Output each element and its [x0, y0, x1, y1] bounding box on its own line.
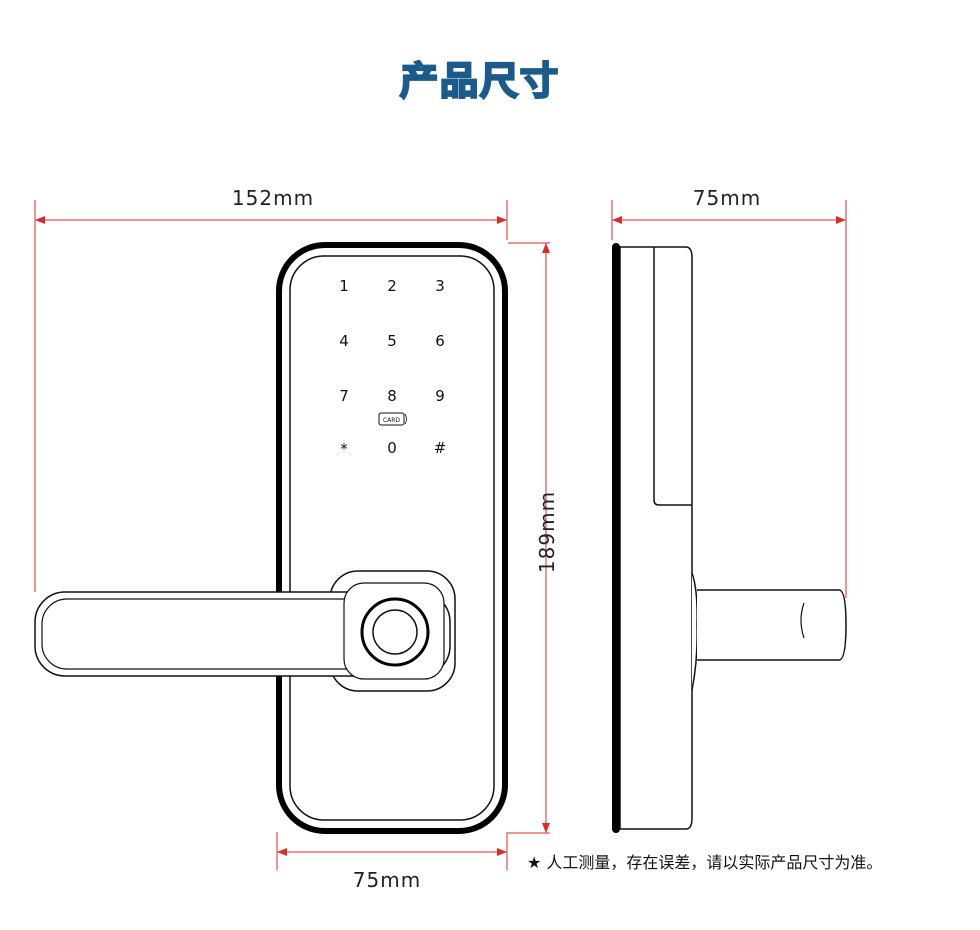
keypad: 1 2 3 4 5 6 7 8 9 * 0 # CARD: [339, 277, 446, 458]
key-2[interactable]: 2: [387, 277, 397, 295]
key-hash[interactable]: #: [434, 439, 447, 457]
key-star[interactable]: *: [340, 440, 348, 458]
front-width-label: 152mm: [232, 186, 314, 210]
key-7[interactable]: 7: [339, 387, 349, 405]
key-9[interactable]: 9: [435, 387, 445, 405]
key-8[interactable]: 8: [387, 387, 397, 405]
card-icon: [378, 412, 405, 426]
key-0[interactable]: 0: [387, 439, 397, 457]
panel-width-label: 75mm: [353, 868, 421, 892]
handle: [34, 570, 456, 692]
key-1[interactable]: 1: [339, 277, 349, 295]
side-depth-label: 75mm: [693, 186, 761, 210]
disclaimer-note: ★ 人工测量，存在误差，请以实际产品尺寸为准。: [527, 853, 882, 872]
key-6[interactable]: 6: [435, 332, 445, 350]
front-view-lock: 1 2 3 4 5 6 7 8 9 * 0 # CARD: [34, 242, 508, 834]
height-label: 189mm: [535, 491, 559, 573]
dimension-lines: [34, 200, 847, 870]
key-5[interactable]: 5: [387, 332, 397, 350]
page-title: 产品尺寸: [400, 59, 560, 103]
key-3[interactable]: 3: [435, 277, 445, 295]
card-label: CARD: [383, 417, 400, 424]
side-view-lock: [612, 243, 847, 833]
key-4[interactable]: 4: [339, 332, 349, 350]
